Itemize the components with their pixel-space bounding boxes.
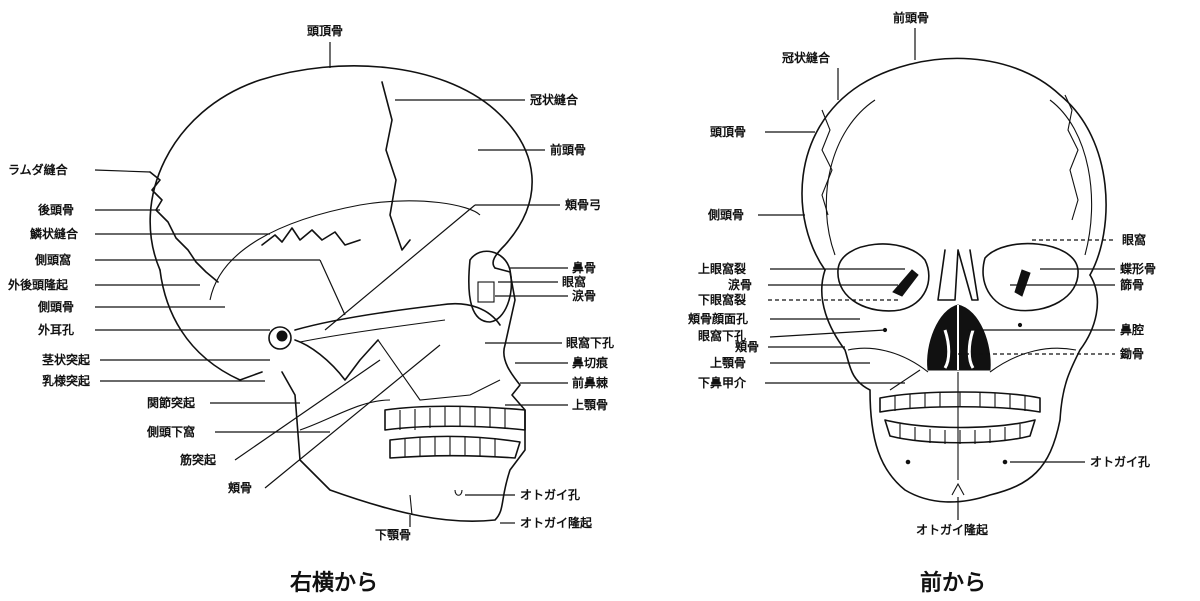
front-label-nasal-cavity: 鼻腔 <box>1120 322 1144 337</box>
front-label-maxilla: 上顎骨 <box>710 355 746 370</box>
side-label-ext-occipital: 外後頭隆起 <box>8 277 69 292</box>
side-labels: 頭頂骨 冠状縫合 前頭骨 ラムダ縫合 後頭骨 鱗状縫合 頬骨弓 側頭窩 外後頭隆… <box>8 24 614 596</box>
side-orbit <box>469 251 511 322</box>
front-label-coronal: 冠状縫合 <box>782 50 831 65</box>
side-label-lambdoid: ラムダ縫合 <box>8 162 69 177</box>
side-label-coronoid: 筋突起 <box>179 452 217 467</box>
side-coronal-suture <box>382 82 410 250</box>
front-label-sphenoid: 蝶形骨 <box>1120 261 1156 276</box>
side-label-mastoid: 乳様突起 <box>42 373 91 388</box>
side-label-lacrimal: 涙骨 <box>572 288 596 303</box>
front-label-zygomaticofacial: 頬骨顔面孔 <box>688 311 748 326</box>
front-label-mental-foramen: オトガイ孔 <box>1090 454 1150 469</box>
front-label-vomer: 鋤骨 <box>1120 346 1144 361</box>
side-lambdoid-suture <box>150 172 218 282</box>
front-labels: 前頭骨 冠状縫合 頭頂骨 側頭骨 眼窩 上眼窩裂 蝶形骨 涙骨 篩骨 下眼窩裂 … <box>688 10 1156 596</box>
side-label-zygomatic: 頬骨 <box>228 480 252 495</box>
front-nasal-bones <box>938 250 978 300</box>
side-face-profile <box>282 268 525 521</box>
side-label-condylar: 関節突起 <box>147 395 196 410</box>
side-label-frontal: 前頭骨 <box>550 142 586 157</box>
front-label-orbit: 眼窩 <box>1122 232 1146 247</box>
side-label-orbit: 眼窩 <box>562 274 586 289</box>
front-label-zygomatic: 頬骨 <box>735 339 759 354</box>
side-label-infraorbital: 眼窩下孔 <box>566 335 614 350</box>
side-label-mental-protuberance: オトガイ隆起 <box>520 515 593 530</box>
side-label-occipital: 後頭骨 <box>38 202 74 217</box>
front-label-lacrimal: 涙骨 <box>728 277 752 292</box>
front-label-parietal: 頭頂骨 <box>710 125 746 139</box>
front-label-inf-concha: 下鼻甲介 <box>698 375 747 390</box>
front-label-sup-orbital: 上眼窩裂 <box>698 261 746 276</box>
front-view-caption: 前から <box>920 570 986 596</box>
front-view-skull <box>802 58 1106 502</box>
front-label-frontal: 前頭骨 <box>893 10 929 25</box>
side-label-infratemporal: 側頭下窩 <box>146 424 195 439</box>
side-lacrimal-rect <box>478 282 494 302</box>
side-label-squamous: 鱗状縫合 <box>29 226 79 241</box>
side-ear-hole <box>277 331 287 341</box>
side-label-mandible: 下顎骨 <box>375 528 411 542</box>
front-orbit-right <box>983 244 1078 311</box>
side-view-caption: 右横から <box>290 571 378 596</box>
side-leader-lines <box>95 42 568 527</box>
side-label-nasal: 鼻骨 <box>572 260 596 275</box>
side-mandible-ramus <box>295 340 378 380</box>
front-label-mental-protuberance: オトガイ隆起 <box>916 522 989 537</box>
front-face-outline <box>822 270 1098 502</box>
side-label-ext-acoustic: 外耳孔 <box>38 322 74 337</box>
side-label-parietal-top: 頭頂骨 <box>307 24 343 38</box>
front-leader-lines <box>758 28 1115 520</box>
side-label-temporal-fossa: 側頭窩 <box>34 252 71 267</box>
side-label-ant-nasal-spine: 前鼻棘 <box>572 375 609 390</box>
side-label-styloid: 茎状突起 <box>42 352 91 367</box>
front-teeth <box>880 392 1040 444</box>
side-label-temporal: 側頭骨 <box>37 299 74 314</box>
front-label-temporal: 側頭骨 <box>707 207 744 222</box>
front-cranium-outline <box>802 58 1106 275</box>
side-label-coronal-suture: 冠状縫合 <box>530 92 579 107</box>
side-label-maxilla: 上顎骨 <box>572 397 608 412</box>
side-label-mental-foramen: オトガイ孔 <box>520 487 580 502</box>
side-occipital-outline <box>160 270 262 380</box>
side-label-nasal-notch: 鼻切痕 <box>572 355 609 370</box>
side-label-zygomatic-arch: 頬骨弓 <box>565 197 601 212</box>
front-label-ethmoid: 篩骨 <box>1120 277 1144 292</box>
side-teeth <box>385 406 525 458</box>
front-label-inf-orbital: 下眼窩裂 <box>698 292 746 307</box>
